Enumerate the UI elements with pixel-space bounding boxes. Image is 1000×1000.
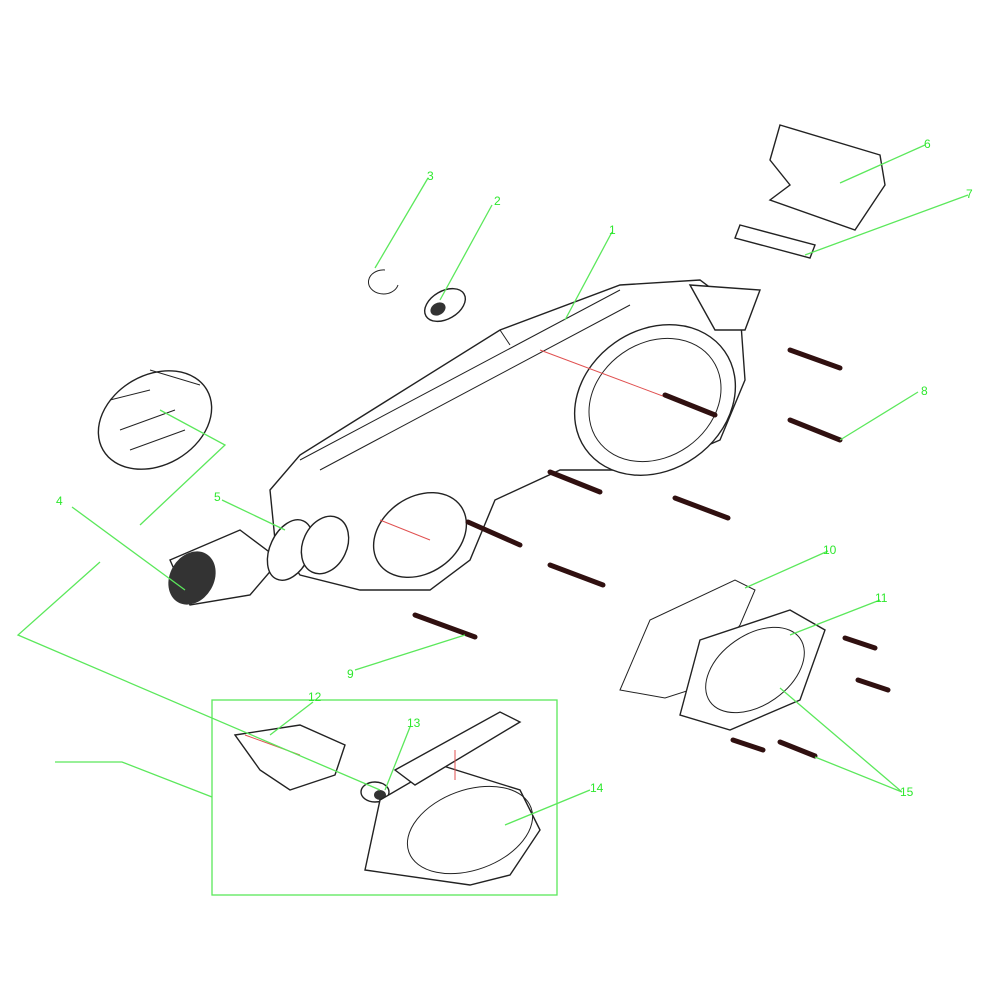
leader-lines — [16, 144, 969, 826]
part-6-air-duct — [768, 124, 886, 231]
label-1: 1 — [609, 223, 616, 237]
label-2: 2 — [494, 194, 501, 208]
part-4-intake-duct — [168, 529, 282, 606]
label-10: 10 — [823, 543, 837, 557]
label-13: 13 — [407, 716, 421, 730]
label-9: 9 — [347, 667, 354, 681]
label-7: 7 — [966, 187, 973, 201]
label-15: 15 — [900, 785, 914, 799]
label-11: 11 — [875, 591, 888, 605]
label-8: 8 — [921, 384, 928, 398]
part-12-starter-cup — [233, 724, 346, 791]
part-5-boss — [300, 515, 350, 575]
label-3: 3 — [427, 169, 434, 183]
bolts — [412, 347, 891, 759]
part-7-strip — [734, 224, 816, 259]
part-1-crankcase-cover — [269, 279, 761, 591]
label-5: 5 — [214, 490, 221, 504]
part-11-cover — [679, 609, 826, 731]
part-14-recoil-starter — [364, 711, 541, 886]
part-10-gasket — [619, 579, 756, 699]
part-labels: 1 2 3 4 5 6 7 8 9 10 11 12 13 14 15 — [56, 137, 973, 799]
starter-group-box — [211, 699, 558, 896]
label-6: 6 — [924, 137, 931, 151]
part-4-fan — [97, 369, 213, 470]
label-4: 4 — [56, 494, 63, 508]
label-14: 14 — [590, 781, 604, 795]
part-2-bearing — [424, 287, 466, 323]
part-3-circlip — [368, 269, 399, 295]
label-12: 12 — [308, 690, 322, 704]
